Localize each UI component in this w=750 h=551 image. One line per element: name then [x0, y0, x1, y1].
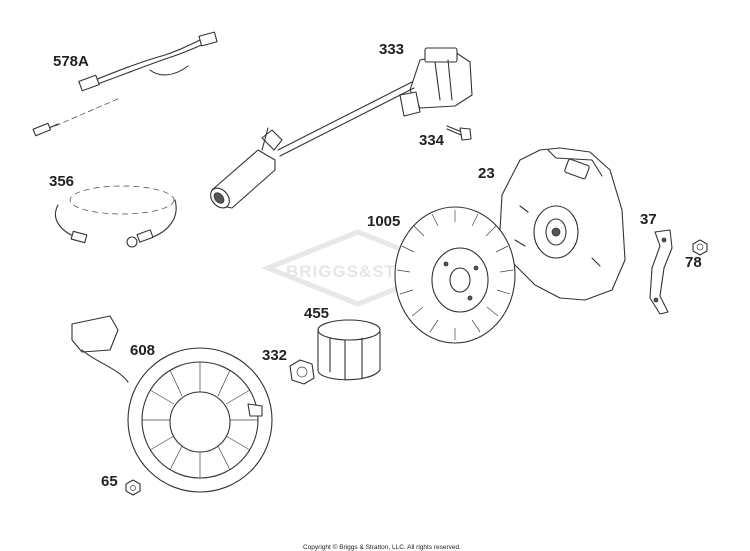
- callout-333: 333: [379, 41, 404, 58]
- callout-332: 332: [262, 347, 287, 364]
- callout-37: 37: [640, 211, 657, 228]
- callout-78: 78: [685, 254, 702, 271]
- part-37-bracket: [649, 229, 673, 315]
- callout-65: 65: [101, 473, 118, 490]
- copyright-footer: Copyright © Briggs & Stratton, LLC. All …: [303, 543, 461, 551]
- part-332-nut: [289, 359, 315, 385]
- part-1005-fan: [394, 206, 516, 344]
- part-455-cup: [317, 319, 381, 381]
- part-65-nut: [125, 479, 141, 496]
- callout-578a: 578A: [53, 53, 89, 70]
- callout-455: 455: [304, 305, 329, 322]
- callout-608: 608: [130, 342, 155, 359]
- callout-334: 334: [419, 132, 445, 149]
- callout-1005: 1005: [367, 213, 400, 230]
- part-356-ground-wire: [54, 185, 177, 248]
- part-608-rewind-starter: [71, 315, 273, 493]
- callout-23: 23: [478, 165, 495, 182]
- part-78-nut: [692, 239, 708, 256]
- part-23-flywheel: [499, 147, 626, 301]
- callout-356: 356: [49, 173, 74, 190]
- part-578a-wire-harness: [32, 31, 218, 137]
- part-333-ignition-coil: [210, 47, 473, 209]
- part-334-screw: [446, 125, 472, 141]
